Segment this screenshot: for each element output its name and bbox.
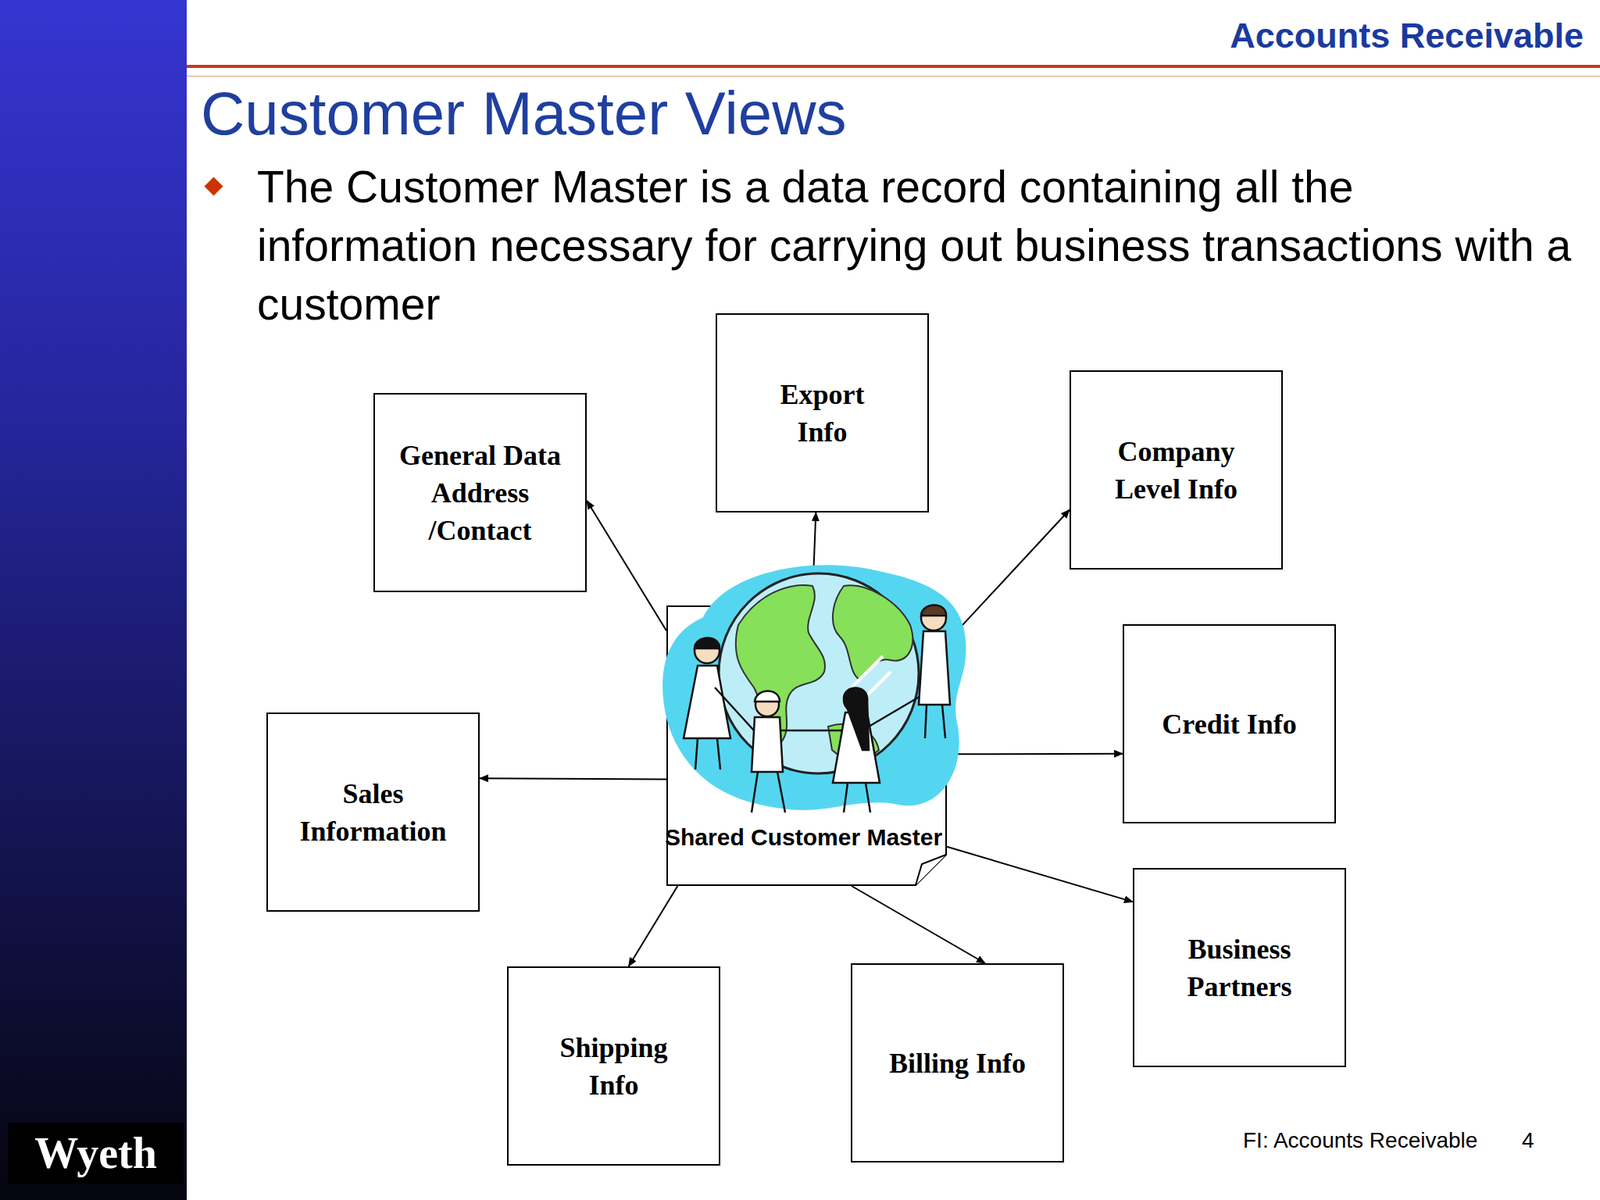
page-fold (915, 854, 947, 886)
connector-arrow (851, 885, 986, 964)
header-rule (186, 64, 1600, 68)
box-label: General Data Address /Contact (386, 436, 575, 550)
connector-arrow (812, 512, 817, 606)
info-box: Credit Info (1122, 624, 1336, 824)
bullet-text: The Customer Master is a data record con… (257, 157, 1578, 334)
info-box: General Data Address /Contact (373, 392, 587, 593)
box-label: Company Level Info (1094, 432, 1259, 508)
box-label: Business Partners (1150, 930, 1330, 1006)
connector-arrow (946, 510, 1070, 643)
page-number: 4 (1521, 1128, 1535, 1154)
info-box: Company Level Info (1069, 370, 1283, 570)
connector-arrow (946, 753, 1123, 756)
connector-arrow (628, 885, 679, 967)
connector-arrow (946, 846, 1133, 903)
header-label: Accounts Receivable (1229, 15, 1584, 57)
box-label: Sales Information (279, 775, 468, 850)
box-label: Credit Info (1161, 705, 1297, 743)
box-label: Billing Info (889, 1044, 1026, 1083)
info-box: Billing Info (850, 963, 1065, 1163)
document-box: Shared Customer Master (666, 605, 947, 886)
info-box: Business Partners (1132, 867, 1347, 1068)
box-label: Export Info (764, 375, 882, 451)
document-title: Shared Customer Master (664, 823, 943, 852)
header-rule-thin (186, 75, 1600, 77)
info-box: Export Info (715, 313, 929, 513)
info-box: Shipping Info (507, 966, 721, 1166)
info-box: Sales Information (266, 712, 480, 912)
slide-title: Customer Master Views (200, 78, 847, 149)
side-band (0, 0, 187, 1200)
connector-arrow (586, 500, 667, 632)
logo-text: Wyeth (7, 1122, 184, 1184)
connector-arrow (479, 778, 667, 779)
footer-label: FI: Accounts Receivable (1242, 1128, 1478, 1154)
bullet-diamond (203, 176, 223, 196)
box-label: Shipping Info (547, 1028, 681, 1104)
